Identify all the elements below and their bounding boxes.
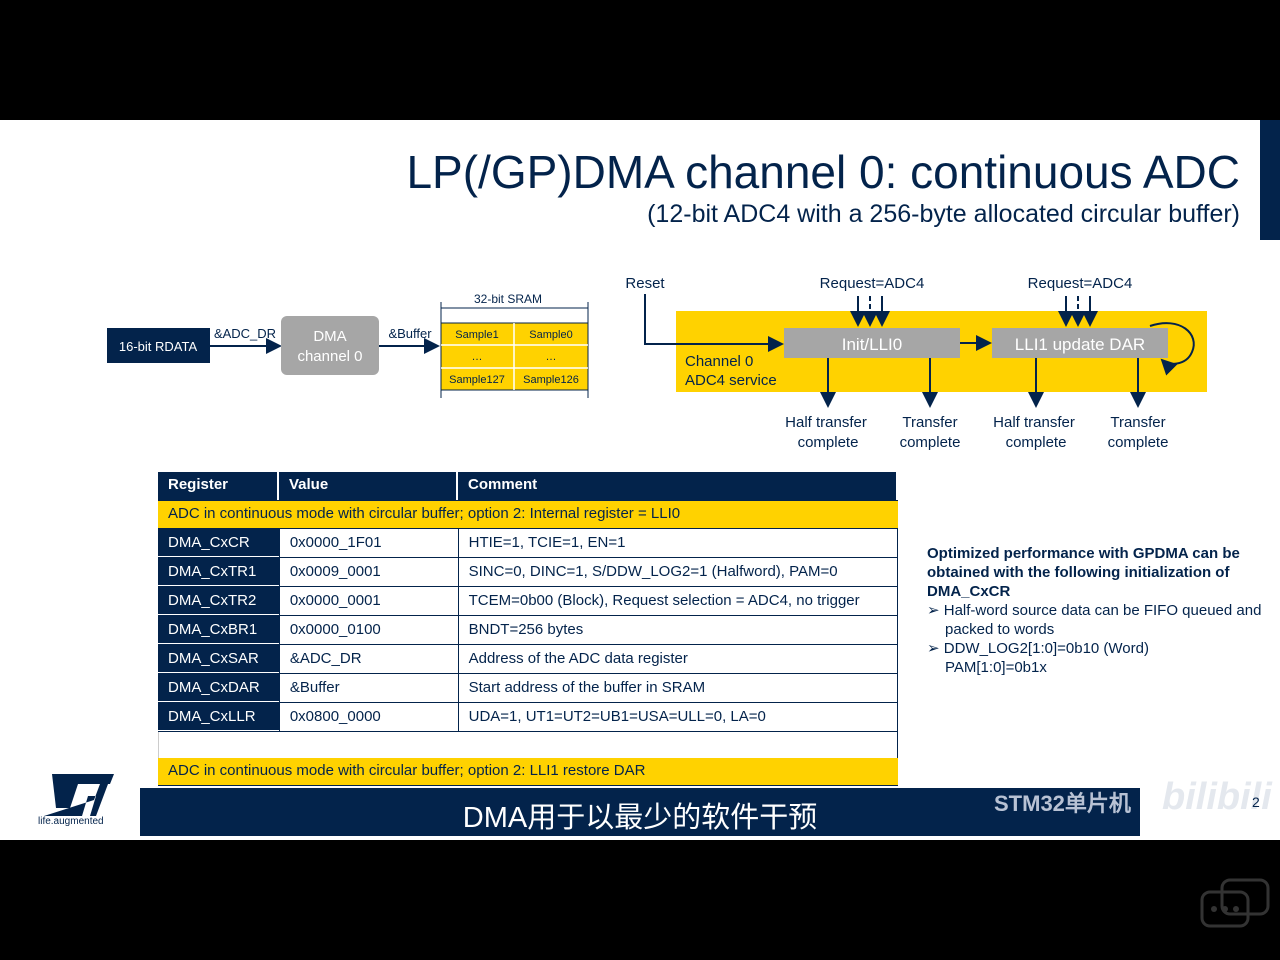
header-comment: Comment (458, 472, 898, 500)
adc-dr-label: &ADC_DR (214, 326, 276, 341)
lli1-box (992, 328, 1168, 358)
value-cell: 0x0000_1F01 (278, 529, 458, 557)
sram-cell: Sample0 (529, 329, 572, 341)
table-row: DMA_CxCR 0x0000_1F01 HTIE=1, TCIE=1, EN=… (158, 529, 898, 558)
slide-edge-bar (1260, 120, 1280, 240)
output-label: complete (798, 434, 859, 451)
output-label: Transfer (902, 414, 957, 431)
option2-header: ADC in continuous mode with circular buf… (158, 758, 898, 786)
comment-cell: Start address of the buffer in SRAM (457, 674, 897, 702)
table-row: DMA_CxLLR 0x0800_0000 UDA=1, UT1=UT2=UB1… (158, 703, 898, 732)
value-cell: 0x0800_0000 (278, 703, 458, 731)
register-cell: DMA_CxTR2 (158, 587, 279, 615)
init-lli0-box (784, 328, 960, 358)
sram-cell: Sample126 (523, 374, 579, 386)
table-row: DMA_CxTR1 0x0009_0001 SINC=0, DINC=1, S/… (158, 558, 898, 587)
comment-cell: TCEM=0b00 (Block), Request selection = A… (457, 587, 897, 615)
bullet-arrow-icon: ➢ (927, 602, 944, 619)
lli1-label: LLI1 update DAR (1015, 335, 1145, 354)
comment-cell: HTIE=1, TCIE=1, EN=1 (457, 529, 897, 557)
rdata-label: 16-bit RDATA (119, 339, 198, 354)
header-value: Value (279, 472, 458, 500)
st-logo: life.augmented (38, 774, 114, 827)
table-row: DMA_CxBR1 0x0000_0100 BNDT=256 bytes (158, 616, 898, 645)
value-cell: &ADC_DR (278, 645, 458, 673)
output-label: Half transfer (993, 414, 1075, 431)
dma-label-1: DMA (313, 328, 346, 345)
header-register: Register (158, 472, 279, 500)
sram-cell: Sample1 (455, 329, 498, 341)
reset-label: Reset (625, 275, 665, 292)
dma-label-2: channel 0 (297, 348, 362, 365)
table-row: DMA_CxTR2 0x0000_0001 TCEM=0b00 (Block),… (158, 587, 898, 616)
table-row: DMA_CxDAR &Buffer Start address of the b… (158, 674, 898, 703)
register-cell: DMA_CxBR1 (158, 616, 279, 644)
bullet-text: PAM[1:0]=0b1x (945, 659, 1047, 676)
video-caption: DMA用于以最少的软件干预 (462, 802, 818, 834)
dma-channel-box (281, 316, 379, 375)
bullet-text: DDW_LOG2[1:0]=0b10 (Word) (943, 640, 1149, 657)
slide-subtitle: (12-bit ADC4 with a 256-byte allocated c… (647, 200, 1240, 228)
video-subtitle-bar: DMA用于以最少的软件干预 (140, 788, 1140, 836)
output-label: complete (1006, 434, 1067, 451)
register-table: Register Value Comment ADC in continuous… (158, 472, 898, 786)
side-note-bullet: ➢ DDW_LOG2[1:0]=0b10 (Word) PAM[1:0]=0b1x (927, 639, 1267, 677)
page-number: 2 (1252, 794, 1260, 810)
output-label: Half transfer (785, 414, 867, 431)
option-header: ADC in continuous mode with circular buf… (158, 501, 898, 529)
comment-cell: SINC=0, DINC=1, S/DDW_LOG2=1 (Halfword),… (457, 558, 897, 586)
output-label: Transfer (1110, 414, 1165, 431)
register-cell: DMA_CxDAR (158, 674, 279, 702)
sram-label: 32-bit SRAM (474, 292, 542, 306)
side-note-heading: Optimized performance with GPDMA can be … (927, 545, 1240, 600)
output-label: complete (900, 434, 961, 451)
register-cell: DMA_CxCR (158, 529, 279, 557)
register-cell: DMA_CxTR1 (158, 558, 279, 586)
register-cell: DMA_CxLLR (158, 703, 279, 731)
bullet-arrow-icon: ➢ (927, 640, 944, 657)
bullet-text: Half-word source data can be FIFO queued… (943, 602, 1262, 638)
sram-cell: … (472, 351, 483, 363)
comment-cell: UDA=1, UT1=UT2=UB1=USA=ULL=0, LA=0 (457, 703, 897, 731)
side-note: Optimized performance with GPDMA can be … (927, 544, 1267, 677)
dma-diagram: 16-bit RDATA &ADC_DR DMA channel 0 &Buff… (107, 275, 1207, 451)
bilibili-watermark: bilibili (1162, 776, 1272, 818)
request-label-1: Request=ADC4 (820, 275, 925, 292)
rdata-box (107, 328, 210, 363)
slide-title: LP(/GP)DMA channel 0: continuous ADC (406, 146, 1240, 198)
side-note-bullet: ➢ Half-word source data can be FIFO queu… (927, 601, 1267, 639)
reset-arrow (644, 294, 784, 352)
loop-arrow (1149, 322, 1195, 376)
sram-cell: … (546, 351, 557, 363)
sram-cell: Sample127 (449, 374, 505, 386)
chat-bubble-icon[interactable] (1200, 878, 1272, 948)
init-lli0-label: Init/LLI0 (842, 335, 903, 354)
channel-watermark: STM32单片机 (994, 791, 1131, 816)
value-cell: 0x0000_0100 (278, 616, 458, 644)
service-label-1: Channel 0 (685, 353, 753, 370)
table-row: DMA_CxSAR &ADC_DR Address of the ADC dat… (158, 645, 898, 674)
value-cell: &Buffer (278, 674, 458, 702)
value-cell: 0x0000_0001 (278, 587, 458, 615)
value-cell: 0x0009_0001 (278, 558, 458, 586)
comment-cell: Address of the ADC data register (457, 645, 897, 673)
request-label-2: Request=ADC4 (1028, 275, 1133, 292)
service-label-2: ADC4 service (685, 372, 777, 389)
slide: LP(/GP)DMA channel 0: continuous ADC (12… (0, 120, 1280, 840)
output-label: complete (1108, 434, 1169, 451)
logo-tagline: life.augmented (38, 816, 104, 827)
table-gap (158, 732, 898, 758)
comment-cell: BNDT=256 bytes (457, 616, 897, 644)
buffer-label: &Buffer (388, 326, 432, 341)
table-header-row: Register Value Comment (158, 472, 898, 501)
register-cell: DMA_CxSAR (158, 645, 279, 673)
